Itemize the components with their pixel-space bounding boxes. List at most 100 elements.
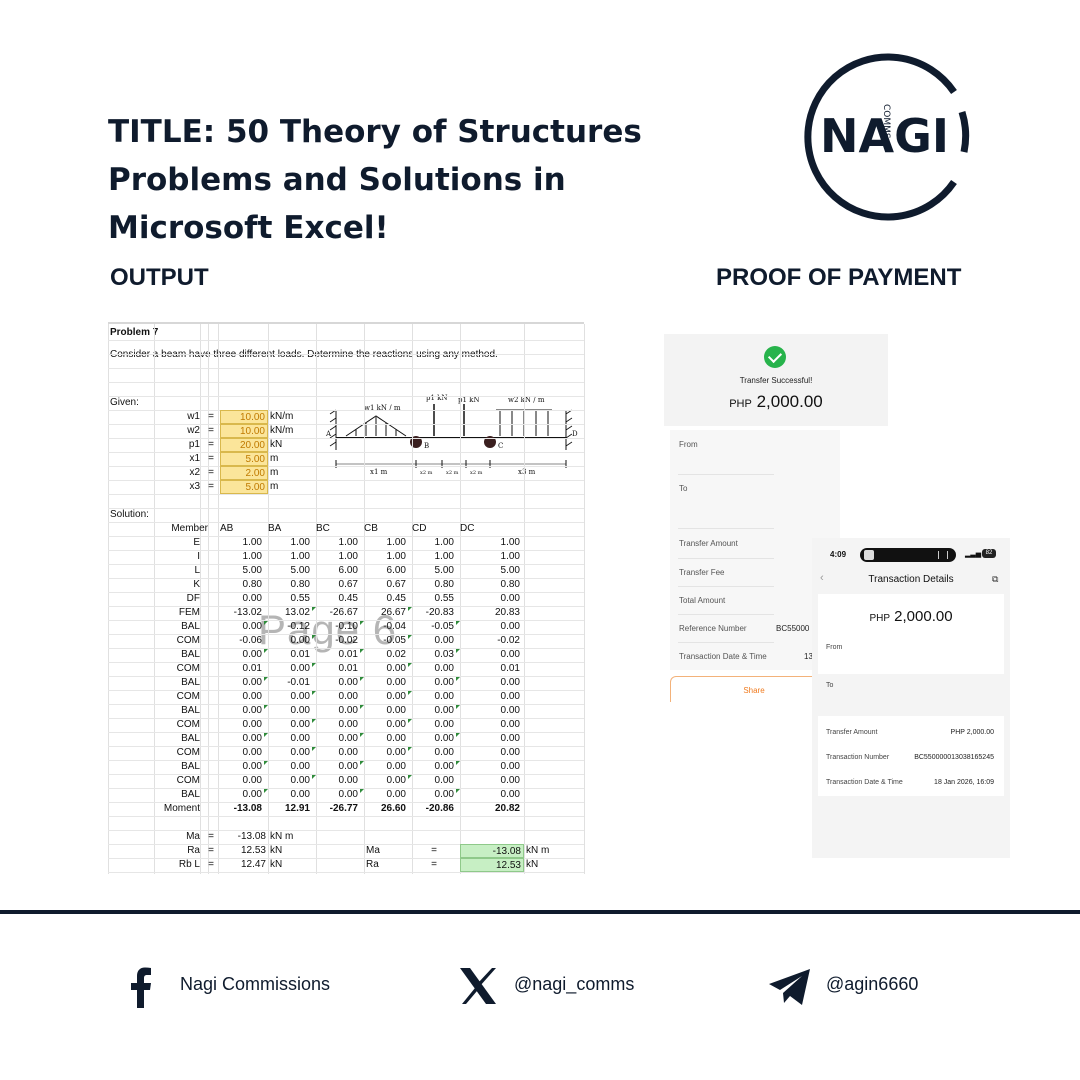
row-label: BAL (181, 621, 200, 632)
table-cell: 0.45 (386, 593, 406, 604)
cell-error-indicator (408, 775, 412, 779)
telegram-handle[interactable]: @agin6660 (826, 974, 919, 994)
given-name: w1 (187, 411, 200, 422)
problem-statement: Consider a beam have three different loa… (110, 349, 498, 360)
table-cell: 6.00 (338, 565, 358, 576)
grid-row-line (108, 466, 584, 467)
divider (678, 642, 774, 643)
cell-error-indicator (312, 691, 316, 695)
table-cell: 0.00 (500, 705, 520, 716)
given-unit: kN/m (270, 411, 294, 422)
grid-row-line (108, 690, 584, 691)
grid-row-line (108, 550, 584, 551)
table-cell: 0.80 (290, 579, 310, 590)
grid-row-line (108, 648, 584, 649)
table-cell: 5.00 (434, 565, 454, 576)
details-amount: PHP 2,000.00 (812, 608, 1010, 625)
table-cell: 1.00 (500, 537, 520, 548)
given-name: x3 (189, 481, 200, 492)
cell-error-indicator (456, 677, 460, 681)
telegram-icon[interactable] (768, 968, 812, 1006)
table-cell: 0.00 (290, 719, 310, 730)
cell-error-indicator (312, 635, 316, 639)
cell-error-indicator (360, 705, 364, 709)
facebook-icon[interactable] (130, 966, 152, 1008)
given-value-cell: 2.00 (220, 466, 268, 480)
grid-column-line (584, 324, 585, 874)
table-cell: 0.00 (386, 761, 406, 772)
table-cell: 0.00 (500, 691, 520, 702)
grid-row-line (108, 592, 584, 593)
grid-row-line (108, 802, 584, 803)
given-name: w2 (187, 425, 200, 436)
value-transaction-date: 18 Jan 2026, 16:09 (934, 779, 994, 786)
cell-error-indicator (264, 733, 268, 737)
cell-error-indicator (312, 747, 316, 751)
table-cell: 1.00 (290, 537, 310, 548)
table-cell: 0.00 (338, 761, 358, 772)
facebook-handle[interactable]: Nagi Commissions (180, 974, 331, 994)
given-name: x1 (189, 453, 200, 464)
row-label: L (194, 565, 200, 576)
result-unit: kN (270, 845, 283, 856)
divider (678, 614, 774, 615)
result-unit: kN (270, 859, 283, 870)
table-cell: 0.00 (434, 747, 454, 758)
result-equals: = (208, 845, 214, 856)
cell-error-indicator (360, 621, 364, 625)
row-label: COM (176, 663, 200, 674)
table-cell: 0.00 (386, 719, 406, 730)
grid-column-line (200, 324, 201, 874)
diagram-x3: x3 m (518, 468, 536, 476)
result-unit: kN m (526, 845, 550, 856)
grid-row-line (108, 396, 584, 397)
cell-error-indicator (312, 775, 316, 779)
grid-row-line (108, 844, 584, 845)
result-name: Ma (186, 831, 200, 842)
table-cell: 0.00 (242, 719, 262, 730)
x-icon[interactable] (458, 966, 498, 1006)
reference-number-partial: BC55000 (776, 624, 810, 633)
table-cell: -0.01 (287, 677, 310, 688)
table-cell: 0.00 (290, 775, 310, 786)
grid-row-line (108, 578, 584, 579)
table-cell: -0.10 (335, 621, 358, 632)
table-cell: 0.01 (338, 663, 358, 674)
table-cell: 0.00 (290, 761, 310, 772)
result-unit: kN (526, 859, 539, 870)
table-cell: 0.00 (242, 593, 262, 604)
result-value: -13.08 (237, 831, 266, 842)
grid-row-line (108, 746, 584, 747)
table-cell: 1.00 (386, 537, 406, 548)
divider (678, 558, 774, 559)
cell-error-indicator (408, 691, 412, 695)
table-cell: 26.67 (380, 607, 406, 618)
table-cell: 1.00 (386, 551, 406, 562)
given-equals: = (208, 425, 214, 436)
table-cell: 0.00 (338, 775, 358, 786)
table-cell: 0.02 (386, 649, 406, 660)
back-chevron-icon[interactable]: ‹ (820, 572, 824, 584)
result-equals: = (431, 845, 437, 856)
table-cell: 6.00 (386, 565, 406, 576)
share-icon[interactable]: ⧉ (992, 574, 999, 584)
result-unit: kN m (270, 831, 294, 842)
grid-row-line (108, 452, 584, 453)
label-to: To (679, 484, 688, 493)
cell-error-indicator (360, 733, 364, 737)
diagram-x1: x1 m (370, 468, 388, 476)
payment-receipt-a: Transfer Successful! PHP 2,000.00 From T… (664, 334, 888, 702)
table-cell: 0.55 (290, 593, 310, 604)
x-handle[interactable]: @nagi_comms (514, 974, 635, 994)
table-cell: 0.00 (500, 621, 520, 632)
table-cell: 0.00 (434, 705, 454, 716)
table-header: BC (316, 523, 330, 534)
row-label: BAL (181, 789, 200, 800)
table-cell: 20.82 (494, 803, 520, 814)
result-value: 12.47 (240, 859, 266, 870)
value-transaction-number: BC550000013038165245 (914, 754, 994, 761)
status-time: 4:09 (830, 550, 847, 559)
table-cell: 0.00 (500, 761, 520, 772)
table-cell: 0.00 (242, 761, 262, 772)
table-header: Member (171, 523, 208, 534)
